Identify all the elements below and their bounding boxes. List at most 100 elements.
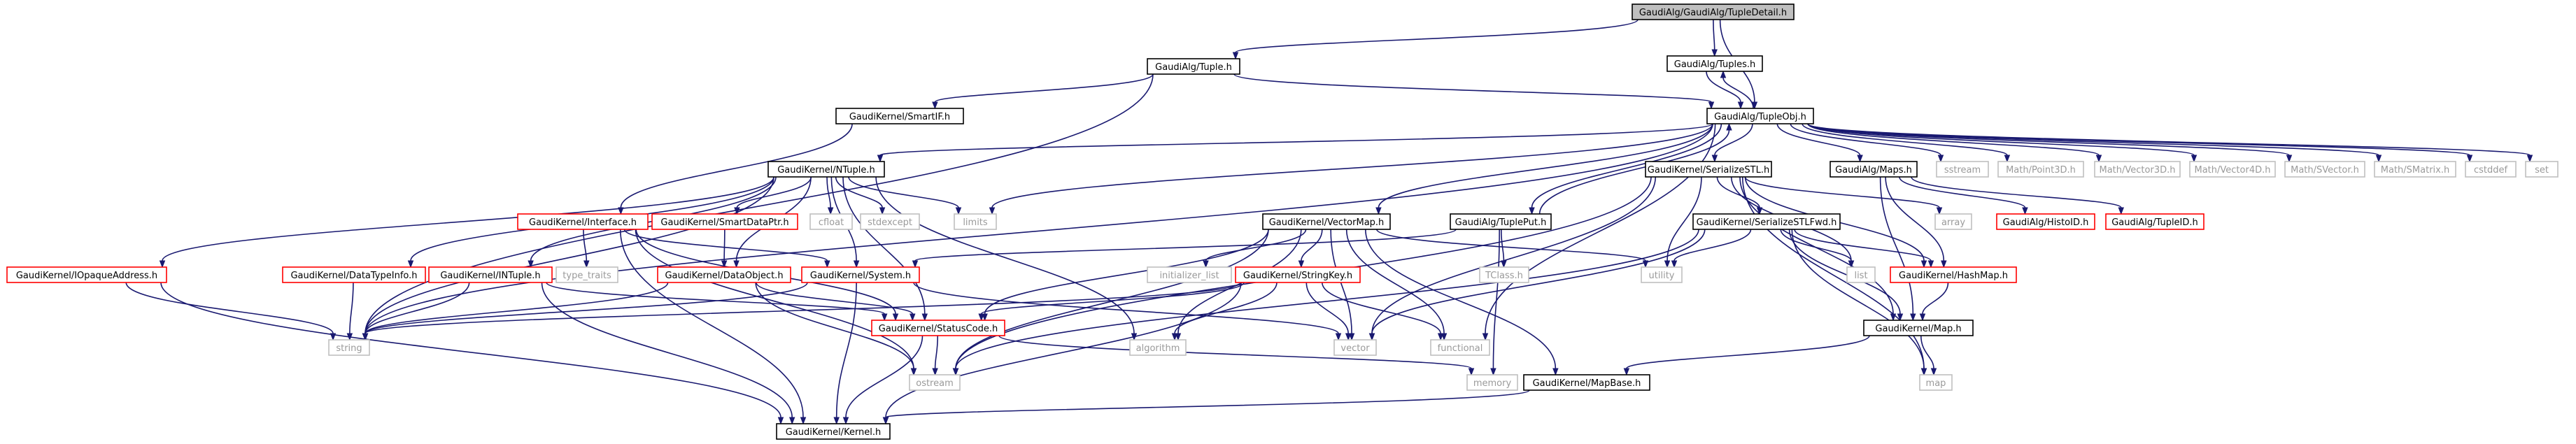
svg-text:cfloat: cfloat	[819, 217, 844, 228]
edge-tupleobj-to-sstream	[1790, 123, 1944, 163]
edge-tupleobj-to-vector4d	[1807, 123, 2198, 163]
node-statuscode-h[interactable]: GaudiKernel/StatusCode.h	[871, 320, 1005, 336]
svg-text:GaudiKernel/Map.h: GaudiKernel/Map.h	[1875, 324, 1961, 334]
node-smartdataptr-h[interactable]: GaudiKernel/SmartDataPtr.h	[651, 213, 798, 230]
node-type-traits[interactable]: type_traits	[555, 266, 618, 283]
edge-system-to-vector	[913, 282, 1342, 341]
node-interface-h[interactable]: GaudiKernel/Interface.h	[517, 213, 649, 230]
edge-serializestlfwd-to-hashmap	[1794, 229, 1934, 268]
node-vectormap-h[interactable]: GaudiKernel/VectorMap.h	[1262, 213, 1391, 230]
svg-text:GaudiKernel/DataObject.h: GaudiKernel/DataObject.h	[665, 271, 783, 281]
edge-datatypeinfo-to-string	[346, 282, 354, 341]
edge-statuscode-to-ostream	[932, 335, 939, 376]
node-maps-h[interactable]: GaudiAlg/Maps.h	[1830, 161, 1918, 178]
node-tupleobj-h[interactable]: GaudiAlg/TupleObj.h	[1706, 108, 1814, 124]
edge-tupleobj-to-string	[362, 123, 1713, 341]
edge-serializestl-to-utility	[1664, 176, 1702, 268]
edge-tupleobj-to-maps	[1776, 123, 1863, 163]
node-initializer-list[interactable]: initializer_list	[1147, 266, 1232, 283]
node-svector-h[interactable]: Math/SVector.h	[2284, 161, 2365, 178]
edge-ntuple-to-stdexcept	[835, 176, 886, 215]
node-string[interactable]: string	[328, 339, 370, 356]
node-tuples-h[interactable]: GaudiAlg/Tuples.h	[1666, 55, 1763, 72]
node-smatrix-h[interactable]: Math/SMatrix.h	[2374, 161, 2456, 178]
node-tuple-h[interactable]: GaudiAlg/Tuple.h	[1147, 58, 1240, 75]
edge-tupleput-to-tupleobj	[1538, 122, 1732, 215]
node-functional[interactable]: functional	[1430, 339, 1490, 356]
node-stringkey-h[interactable]: GaudiKernel/StringKey.h	[1235, 266, 1361, 283]
node-histoid-h[interactable]: GaudiAlg/HistoID.h	[1996, 213, 2095, 230]
node-set[interactable]: set	[2525, 161, 2559, 178]
node-ostream[interactable]: ostream	[909, 374, 961, 391]
svg-text:Math/Point3D.h: Math/Point3D.h	[2006, 165, 2076, 176]
node-intuple-h[interactable]: GaudiKernel/INTuple.h	[428, 266, 553, 283]
edge-tupleobj-to-limits	[989, 123, 1713, 215]
node-limits[interactable]: limits	[954, 213, 997, 230]
node-point3d-h[interactable]: Math/Point3D.h	[1997, 161, 2084, 178]
node-cstddef[interactable]: cstddef	[2465, 161, 2517, 178]
svg-text:GaudiAlg/Tuples.h: GaudiAlg/Tuples.h	[1674, 59, 1756, 70]
svg-text:vector: vector	[1340, 343, 1370, 354]
edge-serializestlfwd-to-vector	[1368, 229, 1706, 341]
edge-serializestlfwd-to-map	[1791, 229, 1927, 376]
node-dataobject-h[interactable]: GaudiKernel/DataObject.h	[657, 266, 791, 283]
node-cfloat[interactable]: cfloat	[809, 213, 853, 230]
edge-tupleobj-to-svector	[1807, 123, 2293, 163]
edge-root-to-tuples	[1711, 19, 1718, 57]
node-ntuple-h[interactable]: GaudiKernel/NTuple.h	[767, 161, 885, 178]
svg-text:string: string	[336, 343, 362, 354]
svg-text:GaudiKernel/StatusCode.h: GaudiKernel/StatusCode.h	[879, 324, 998, 334]
edge-tupleobj-to-cstddef	[1807, 123, 2473, 163]
edge-serializestlfwd-to-list	[1780, 229, 1855, 268]
svg-text:algorithm: algorithm	[1136, 343, 1180, 354]
edge-maps-to-map_h	[1879, 176, 1916, 322]
svg-text:GaudiKernel/System.h: GaudiKernel/System.h	[810, 271, 911, 281]
edge-statuscode-to-memory	[998, 335, 1475, 376]
edge-vectormap-to-vector	[1330, 229, 1355, 341]
edge-map_h-to-mapbase	[1623, 335, 1870, 376]
node-vector3d-h[interactable]: Math/Vector3D.h	[2094, 161, 2181, 178]
svg-text:set: set	[2535, 165, 2549, 176]
svg-text:type_traits: type_traits	[562, 271, 611, 281]
edge-tupleobj-to-tuples	[1720, 70, 1754, 109]
svg-text:Math/Vector3D.h: Math/Vector3D.h	[2100, 165, 2176, 176]
node-tupleid-h[interactable]: GaudiAlg/TupleID.h	[2105, 213, 2205, 230]
edge-serializestlfwd-to-ostream	[952, 229, 1699, 376]
edge-tuple-to-string	[362, 73, 1154, 341]
node-iopaqueaddress-h[interactable]: GaudiKernel/IOpaqueAddress.h	[6, 266, 167, 283]
node-kernel-h[interactable]: GaudiKernel/Kernel.h	[776, 423, 891, 440]
node-sstream[interactable]: sstream	[1936, 161, 1989, 178]
node-mapbase-h[interactable]: GaudiKernel/MapBase.h	[1523, 374, 1650, 391]
node-algorithm[interactable]: algorithm	[1129, 339, 1187, 356]
node-hashmap-h[interactable]: GaudiKernel/HashMap.h	[1890, 266, 2017, 283]
edge-inuple-to-string	[362, 282, 470, 341]
node-serializestl-h[interactable]: GaudiKernel/SerializeSTL.h	[1645, 161, 1772, 178]
svg-text:utility: utility	[1649, 271, 1675, 281]
edge-interface-to-typetraits	[583, 229, 590, 268]
node-tupledetail-h[interactable]: GaudiAlg/GaudiAlg/TupleDetail.h	[1632, 3, 1795, 20]
node-smartif-h[interactable]: GaudiKernel/SmartIF.h	[835, 108, 964, 124]
edge-tupleobj-to-vector3d	[1807, 123, 2102, 163]
node-serializestlfwd-h[interactable]: GaudiKernel/SerializeSTLFwd.h	[1692, 213, 1841, 230]
edge-tupleobj-to-set	[1807, 123, 2533, 163]
node-datatypeinfo-h[interactable]: GaudiKernel/DataTypeInfo.h	[282, 266, 426, 283]
node-tupleput-h[interactable]: GaudiAlg/TuplePut.h	[1450, 213, 1552, 230]
node-list[interactable]: list	[1846, 266, 1876, 283]
node-tclass-h[interactable]: TClass.h	[1479, 266, 1529, 283]
edge-tupleobj-to-smatrix	[1807, 123, 2382, 163]
edge-serializestl-to-serializestlfwd	[1716, 176, 1763, 215]
node-memory[interactable]: memory	[1466, 374, 1518, 391]
node-vector4d-h[interactable]: Math/Vector4D.h	[2189, 161, 2276, 178]
node-system-h[interactable]: GaudiKernel/System.h	[801, 266, 920, 283]
edge-tuples-to-tupleobj	[1706, 71, 1744, 110]
svg-text:Math/SVector.h: Math/SVector.h	[2291, 165, 2359, 176]
node-utility[interactable]: utility	[1641, 266, 1683, 283]
node-vector[interactable]: vector	[1333, 339, 1377, 356]
node-map[interactable]: map	[1919, 374, 1953, 391]
node-array[interactable]: array	[1934, 213, 1972, 230]
edge-serializestlfwd-to-utility	[1671, 229, 1752, 268]
node-stdexcept[interactable]: stdexcept	[860, 213, 920, 230]
edge-stringkey-to-functional	[1322, 282, 1444, 341]
node-map-h[interactable]: GaudiKernel/Map.h	[1863, 320, 1974, 336]
